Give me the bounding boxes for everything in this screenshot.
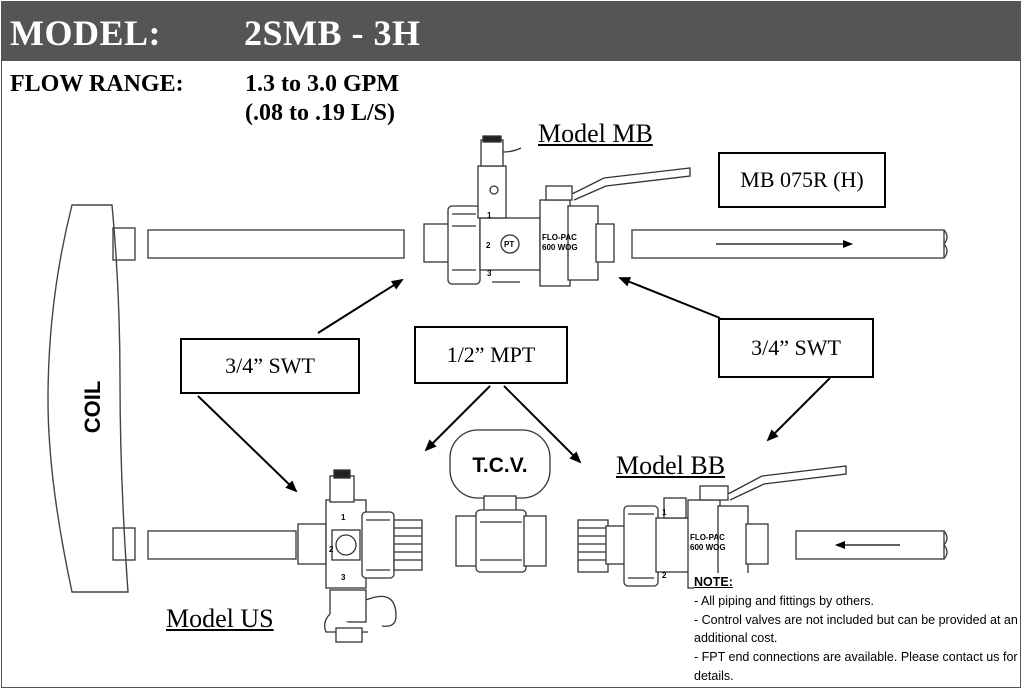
note-title: NOTE: [694, 575, 733, 589]
callout-mpt: 1/2” MPT [414, 326, 568, 384]
model-label: MODEL: [10, 13, 161, 53]
model-us-valve [297, 469, 423, 643]
model-value: 2SMB - 3H [244, 13, 421, 53]
bb-port-2: 2 [662, 571, 667, 580]
model-bb-valve [577, 465, 847, 589]
mb-brand-mark: FLO-PAC [542, 233, 577, 242]
model-bb-label: Model BB [616, 451, 726, 480]
mb-pt-mark: PT [504, 240, 514, 249]
bb-brand-mark: FLO-PAC [690, 533, 725, 542]
note-line: - FPT end connections are available. Ple… [694, 650, 1018, 683]
note-line: - All piping and fittings by others. [694, 593, 874, 608]
tcv-body [449, 429, 551, 573]
mb-port-2: 2 [486, 241, 491, 250]
callout-swt-right: 3/4” SWT [718, 318, 874, 378]
us-port-2: 2 [329, 545, 334, 554]
us-port-3: 3 [341, 573, 346, 582]
note-line: - Control valves are not included but ca… [694, 612, 1018, 646]
arrow-swt-right-to-bb [766, 377, 831, 442]
callout-mb-part: MB 075R (H) [718, 152, 886, 208]
note-block: NOTE: - All piping and fittings by other… [694, 573, 1020, 686]
tcv-label: T.C.V. [472, 454, 528, 477]
upper-pipe-left [147, 229, 405, 259]
flow-range-gpm: 1.3 to 3.0 GPM [245, 71, 399, 97]
arrow-swt-right-to-mb [618, 277, 721, 319]
model-us-label: Model US [166, 604, 274, 633]
header-bar: MODEL: 2SMB - 3H [2, 2, 1020, 61]
lower-pipe-left [147, 530, 297, 560]
coil-shape [47, 204, 129, 593]
flow-range-label: FLOW RANGE: [10, 71, 184, 97]
coil-upper-stub [112, 227, 136, 261]
flow-range-ls: (.08 to .19 L/S) [245, 100, 395, 126]
mb-port-1: 1 [487, 211, 492, 220]
us-port-1: 1 [341, 513, 346, 522]
mb-port-3: 3 [487, 269, 492, 278]
coil-label: COIL [80, 380, 105, 434]
bb-rating-mark: 600 WOG [690, 543, 726, 552]
mb-rating-mark: 600 WOG [542, 243, 578, 252]
arrow-mpt-to-us [424, 385, 491, 452]
model-mb-valve [423, 135, 691, 287]
callout-swt-left: 3/4” SWT [180, 338, 360, 394]
arrow-swt-left-to-us [197, 395, 298, 493]
arrow-swt-left-to-mb [317, 278, 404, 334]
coil-lower-stub [112, 527, 136, 561]
bb-port-1: 1 [662, 508, 667, 517]
model-mb-label: Model MB [538, 119, 653, 148]
arrow-mpt-to-bb [503, 385, 582, 464]
